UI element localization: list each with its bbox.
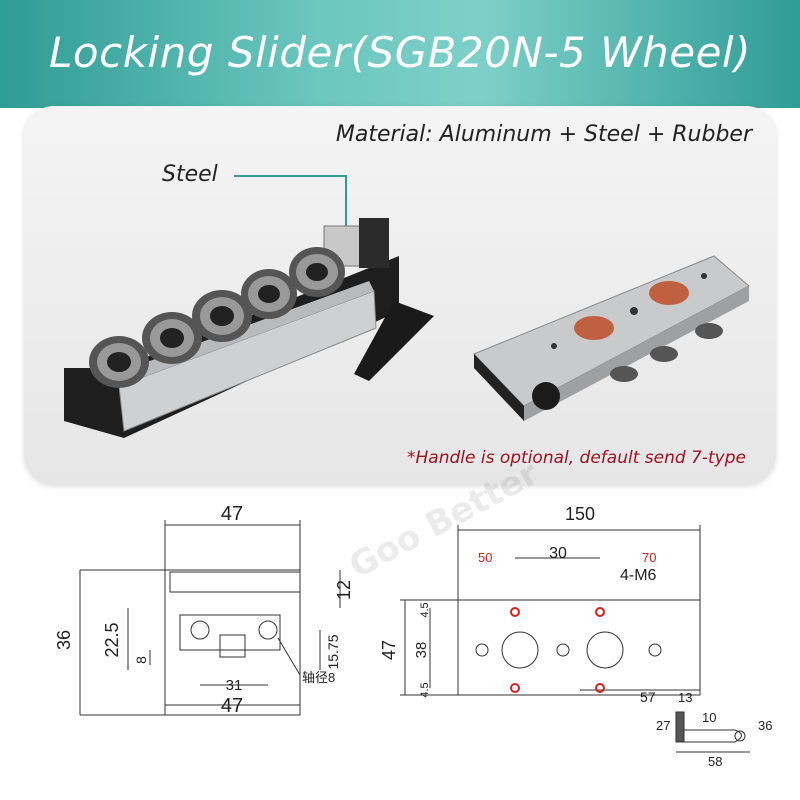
title-banner: Locking Slider(SGB20N-5 Wheel) bbox=[0, 0, 800, 108]
material-text: Material: Aluminum + Steel + Rubber bbox=[335, 122, 752, 147]
wheel bbox=[289, 247, 345, 297]
lever-handle-icon bbox=[354, 301, 434, 381]
handle-dim-10: 10 bbox=[702, 710, 716, 725]
page-title: Locking Slider(SGB20N-5 Wheel) bbox=[49, 28, 751, 77]
handle-dim-27: 27 bbox=[656, 718, 670, 733]
handle-note: *Handle is optional, default send 7-type bbox=[407, 448, 746, 468]
mounting-hole bbox=[510, 607, 605, 693]
top-view-drawing bbox=[400, 525, 701, 696]
right-slider-image bbox=[473, 255, 750, 421]
wheel bbox=[192, 290, 252, 342]
dim-22-5: 22.5 bbox=[102, 622, 122, 657]
dim-4-5-top: 4.5 bbox=[419, 602, 431, 617]
handle-dim-58: 58 bbox=[708, 754, 722, 769]
handle-drawing bbox=[675, 711, 750, 753]
dim-57: 57 bbox=[640, 689, 656, 705]
dim-top-width: 47 bbox=[221, 503, 243, 525]
dim-15-75: 15.75 bbox=[325, 634, 341, 669]
knob-icon bbox=[532, 382, 560, 410]
dim-50: 50 bbox=[478, 550, 492, 565]
dim-70: 70 bbox=[642, 550, 656, 565]
dim-13: 13 bbox=[678, 690, 692, 705]
wheel bbox=[142, 312, 202, 364]
left-slider-image bbox=[64, 218, 434, 438]
dim-30: 30 bbox=[549, 545, 567, 562]
dim-inner-height: 38 bbox=[413, 642, 430, 659]
wheel bbox=[241, 269, 297, 319]
dim-height: 47 bbox=[379, 640, 399, 660]
product-illustration bbox=[64, 175, 750, 438]
handle-dim-36: 36 bbox=[758, 718, 772, 733]
shaft-diameter-label: 轴径8 bbox=[302, 670, 335, 685]
steel-callout-label: Steel bbox=[162, 162, 218, 187]
wheel bbox=[89, 336, 149, 388]
dim-12: 12 bbox=[334, 580, 354, 600]
end-view-drawing bbox=[79, 520, 341, 716]
technical-drawings: 47 36 12 22.5 8 15.75 轴径8 31 47 150 50 3… bbox=[54, 503, 772, 769]
dim-height-total: 36 bbox=[54, 630, 74, 650]
product-photo-card: Material: Aluminum + Steel + Rubber Stee… bbox=[24, 106, 776, 484]
dim-31: 31 bbox=[226, 677, 243, 694]
steel-callout-line bbox=[234, 175, 347, 234]
dim-4-5-bottom: 4.5 bbox=[419, 682, 431, 697]
dim-bottom-width: 47 bbox=[221, 695, 243, 717]
dim-length: 150 bbox=[565, 504, 595, 524]
hole-spec: 4-M6 bbox=[620, 567, 657, 584]
dim-8: 8 bbox=[133, 656, 149, 664]
